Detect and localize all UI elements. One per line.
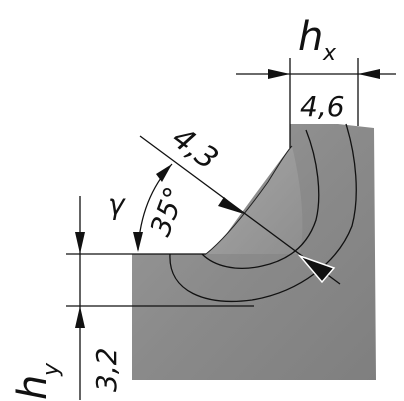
hy-arrow-top	[75, 232, 85, 254]
weld-bead	[206, 146, 303, 254]
throat-arrow-head	[218, 197, 244, 214]
hx-arrow-left	[268, 69, 290, 79]
angle-arrow-bottom	[133, 232, 143, 252]
weld-face-line	[205, 145, 293, 255]
hy-symbol: h	[10, 375, 56, 400]
hy-value: 3,2	[90, 347, 123, 392]
hx-subscript: x	[322, 41, 337, 66]
angle-symbol: γ	[108, 188, 126, 221]
hx-arrow-right	[358, 69, 380, 79]
fusion-line-inner	[201, 129, 320, 269]
fusion-line-outer	[169, 123, 357, 302]
throat-arrow-tail	[297, 254, 336, 284]
hy-arrow-bottom	[75, 306, 85, 328]
angle-arrow-top	[156, 164, 172, 182]
hx-symbol: h	[298, 14, 323, 60]
hx-value: 4,6	[300, 90, 345, 123]
throat-value: 4,3	[165, 120, 224, 177]
angle-value: 35°	[144, 182, 192, 240]
hy-subscript: y	[39, 362, 64, 377]
